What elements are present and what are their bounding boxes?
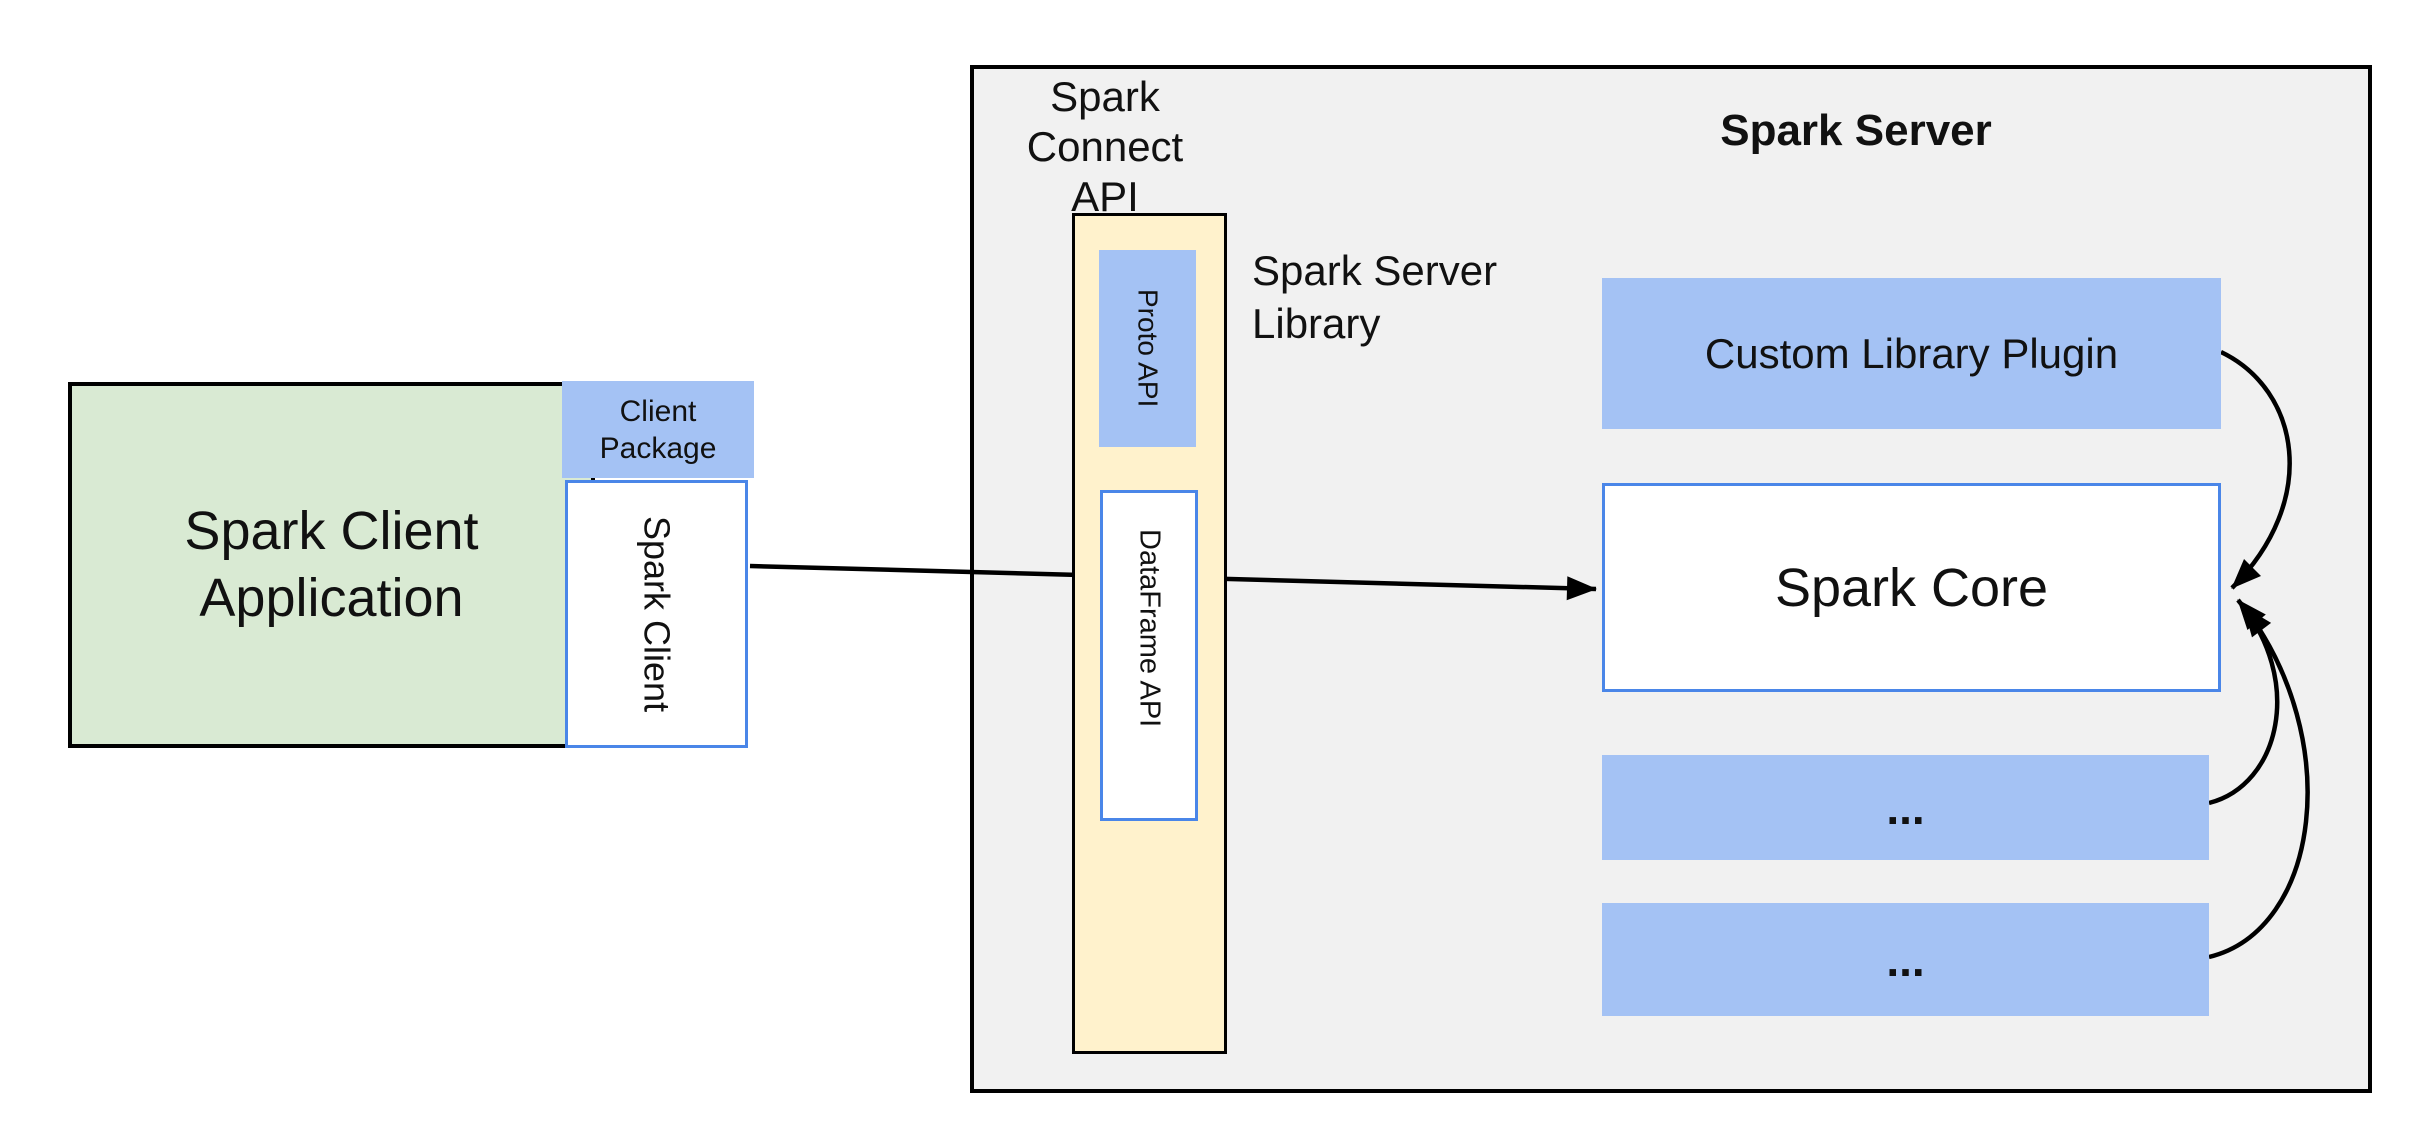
custom-library-plugin-label: Custom Library Plugin	[1704, 329, 2119, 377]
ellipsis-label-1: ...	[1886, 781, 1925, 834]
dataframe-api-label: DataFrame API	[1133, 528, 1166, 728]
spark-server-library-label: Spark Server Library	[1252, 247, 1498, 347]
proto-api-box: Proto API	[1099, 250, 1196, 447]
ellipsis-box-2: ...	[1602, 903, 2209, 1016]
dataframe-api-box: DataFrame API	[1100, 490, 1198, 821]
ellipsis-label-2: ...	[1886, 933, 1925, 986]
spark-client-label: Spark Client	[636, 515, 678, 713]
spark-client-application-box: Spark Client Application	[68, 382, 595, 748]
spark-core-box: Spark Core	[1602, 483, 2221, 692]
spark-core-label: Spark Core	[1774, 557, 2049, 618]
spark-client-box: Spark Client	[565, 480, 748, 748]
proto-api-label: Proto API	[1132, 289, 1164, 408]
client-package-label: Client Package	[599, 394, 717, 465]
spark-connect-api-label: Spark Connect API	[1026, 73, 1184, 220]
ellipsis-box-1: ...	[1602, 755, 2209, 860]
custom-library-plugin-box: Custom Library Plugin	[1602, 278, 2221, 429]
client-package-box: Client Package	[562, 381, 754, 478]
spark-client-application-label: Spark Client Application	[184, 501, 479, 628]
spark-server-title: Spark Server	[1720, 106, 1992, 155]
